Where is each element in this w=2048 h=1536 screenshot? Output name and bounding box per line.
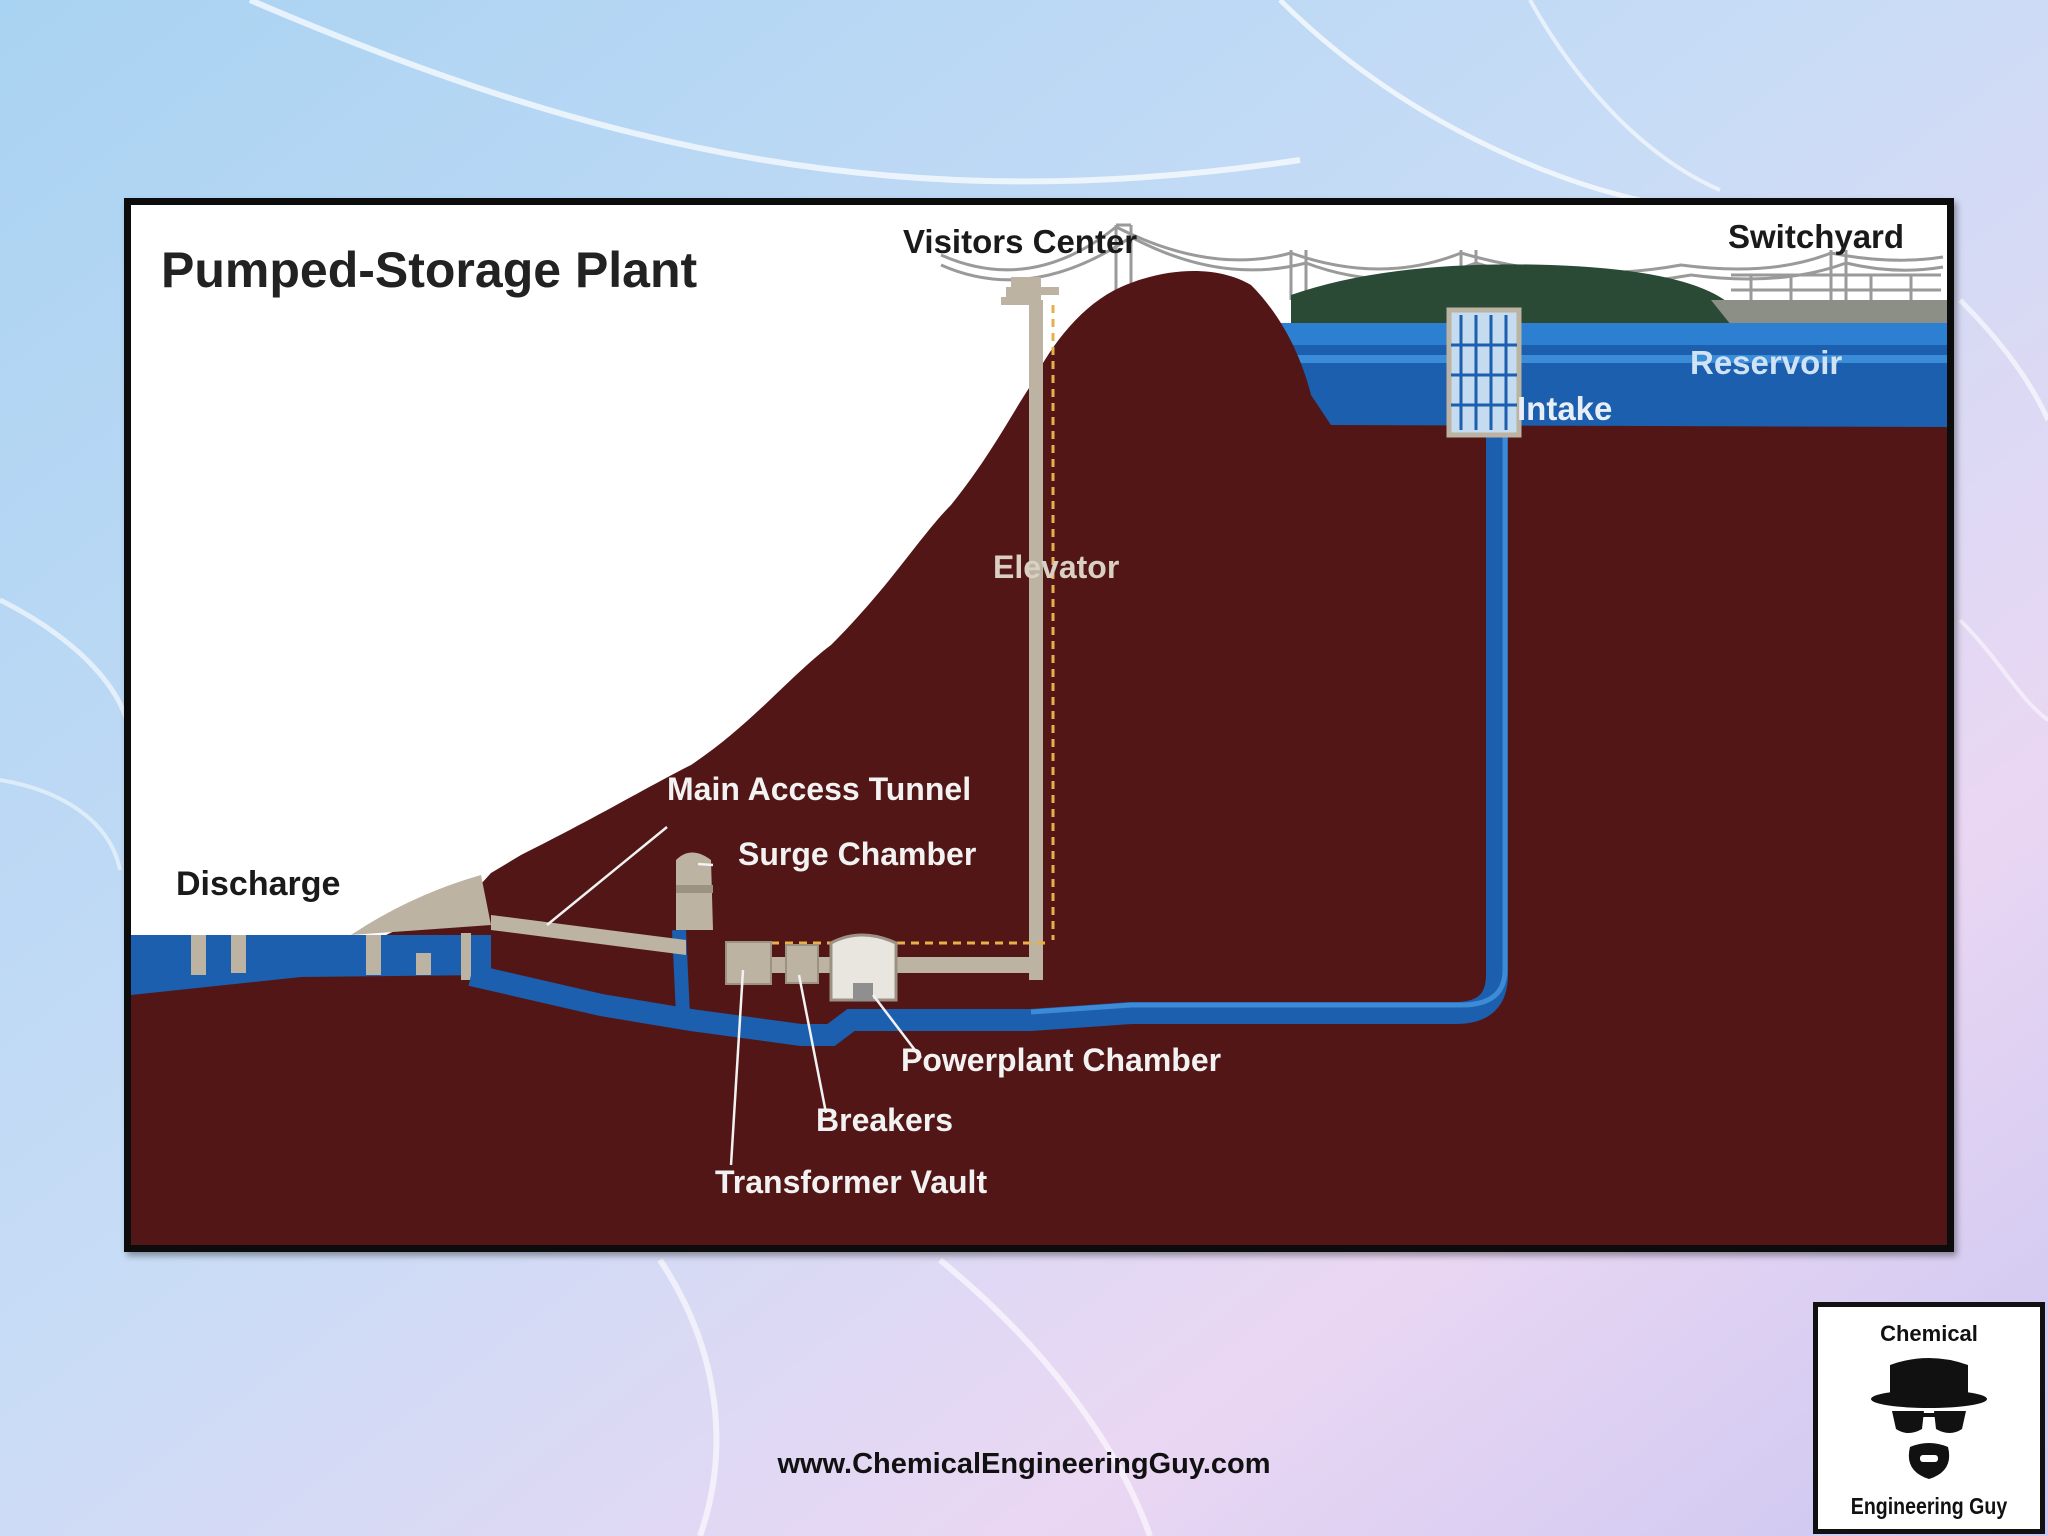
visitors-center-label: Visitors Center xyxy=(903,223,1137,260)
switchyard-label: Switchyard xyxy=(1728,218,1904,255)
penstock-highlight xyxy=(1030,415,1508,1015)
powerplant-chamber-label: Powerplant Chamber xyxy=(901,1042,1221,1078)
reservoir-label: Reservoir xyxy=(1690,344,1842,381)
surge-chamber-label: Surge Chamber xyxy=(738,836,976,872)
transformer-vault xyxy=(725,941,772,985)
main-access-tunnel xyxy=(491,915,686,955)
chemical-engineering-guy-logo: Chemical Engineering Guy xyxy=(1813,1302,2045,1534)
discharge-portal xyxy=(351,875,491,935)
reservoir-highlight xyxy=(1271,323,1947,345)
diagram-title: Pumped-Storage Plant xyxy=(161,242,698,298)
discharge-label: Discharge xyxy=(176,865,340,903)
main-access-tunnel-label: Main Access Tunnel xyxy=(667,771,971,807)
discharge-water xyxy=(131,935,491,995)
breakers-label: Breakers xyxy=(816,1102,953,1138)
footer-url: www.ChemicalEngineeringGuy.com xyxy=(777,1448,1271,1480)
breakers xyxy=(785,944,819,984)
hat-glasses-beard-icon xyxy=(1871,1358,1987,1479)
visitors-center-building xyxy=(1001,277,1059,305)
turbine-unit xyxy=(853,983,873,1001)
pumped-storage-diagram: Pumped-Storage Plant Visitors Center Swi… xyxy=(124,198,1954,1252)
transformer-vault-label: Transformer Vault xyxy=(715,1164,987,1200)
logo-line-1: Chemical xyxy=(1880,1321,1978,1346)
surge-chamber-band xyxy=(676,885,713,893)
switchyard-ground xyxy=(1711,300,1947,325)
intake-grid xyxy=(1451,315,1517,430)
logo-line-2: Engineering Guy xyxy=(1850,1493,2008,1519)
elevator-shaft xyxy=(1029,300,1043,980)
reservoir-band xyxy=(1271,355,1947,363)
leader-lines xyxy=(546,826,922,1166)
elevator-label: Elevator xyxy=(993,549,1119,585)
powerplant-chamber xyxy=(829,933,898,1002)
intake-label: Intake xyxy=(1517,390,1612,427)
